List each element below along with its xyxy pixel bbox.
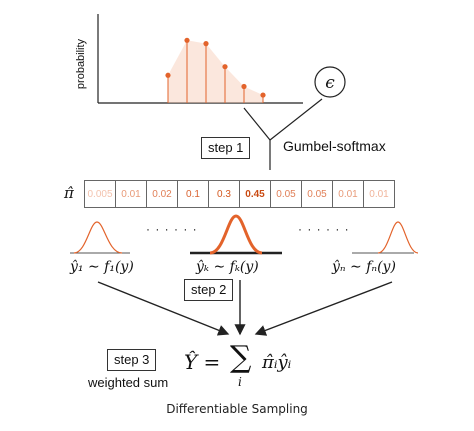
pi-cell: 0.02	[146, 180, 178, 208]
pi-cell: 0.3	[208, 180, 240, 208]
pi-cell: 0.01	[363, 180, 395, 208]
sample-label-k: ŷₖ ∼ fₖ(y)	[196, 259, 259, 275]
step-3-box: step 3	[107, 349, 157, 371]
formula-sum-index: i	[238, 375, 242, 389]
merge-line-left	[243, 107, 271, 141]
stem-point	[184, 37, 190, 43]
gaussian-1	[70, 221, 130, 254]
dots-right: · · · · · ·	[298, 222, 350, 236]
epsilon-circle	[314, 66, 346, 98]
stem-point	[165, 72, 171, 78]
arrow-from-n	[254, 281, 393, 336]
sample-label-n: ŷₙ ∼ fₙ(y)	[332, 259, 396, 275]
formula-sum: ∑	[230, 340, 252, 375]
figure-caption: Differentiable Sampling	[166, 402, 308, 416]
gaussian-k	[190, 214, 282, 255]
sample-label-1: ŷ₁ ∼ f₁(y)	[70, 259, 134, 275]
merge-line-right	[269, 98, 323, 141]
step-2-box: step 2	[184, 279, 234, 301]
pi-cell: 0.01	[332, 180, 364, 208]
y-axis-label: probability	[75, 38, 87, 89]
weighted-sum-label: weighted sum	[88, 375, 169, 390]
step-1-box: step 1	[201, 137, 251, 159]
formula-lhs: Ŷ =	[184, 350, 221, 374]
gumbel-softmax-label: Gumbel-softmax	[283, 138, 386, 154]
pi-cell: 0.005	[84, 180, 116, 208]
stem-area	[168, 40, 263, 103]
distribution-stems	[165, 37, 266, 103]
stem-point	[241, 83, 247, 90]
stem-point	[222, 64, 228, 70]
top-chart	[97, 14, 303, 104]
pi-hat-symbol: π̂	[64, 184, 74, 202]
pi-cell: 0.01	[115, 180, 147, 208]
dots-left: · · · · · ·	[146, 222, 198, 236]
pi-cell: 0.45	[239, 180, 271, 208]
stem-point	[260, 92, 266, 98]
stem-point	[203, 41, 209, 47]
pi-cell: 0.05	[301, 180, 333, 208]
pi-cell: 0.05	[270, 180, 302, 208]
gaussian-n	[352, 221, 419, 254]
arrow-from-1	[97, 281, 230, 336]
pi-cell: 0.1	[177, 180, 209, 208]
epsilon-symbol: ϵ	[325, 73, 335, 93]
formula-rhs: π̂ᵢŷᵢ	[262, 352, 292, 373]
